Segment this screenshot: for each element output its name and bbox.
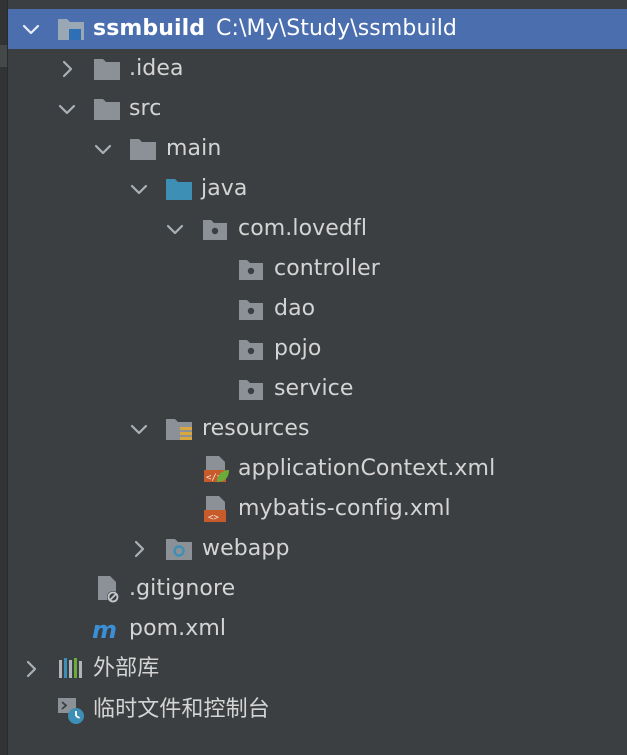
library-icon xyxy=(59,658,82,678)
node-label: com.lovedfl xyxy=(238,216,368,241)
tree-node-scratches[interactable]: 临时文件和控制台 xyxy=(8,690,627,730)
node-label: webapp xyxy=(202,536,290,561)
svg-text:</>: </> xyxy=(206,473,223,483)
node-label: java xyxy=(201,176,248,201)
package-icon xyxy=(239,260,263,280)
tree-node-dao[interactable]: dao xyxy=(8,289,627,329)
svg-text:m: m xyxy=(92,616,117,644)
strip-marker xyxy=(0,45,7,67)
chevron-down-icon[interactable] xyxy=(164,218,186,240)
chevron-down-icon[interactable] xyxy=(20,18,42,40)
node-label: dao xyxy=(274,296,316,321)
source-root-folder-icon xyxy=(166,179,192,200)
tree-node-controller[interactable]: controller xyxy=(8,249,627,289)
tree-node-mybatis-config[interactable]: <> mybatis-config.xml xyxy=(8,489,627,529)
node-label: .gitignore xyxy=(129,576,236,601)
module-folder-icon xyxy=(58,19,84,40)
node-label: pom.xml xyxy=(129,616,227,641)
tree-node-java[interactable]: java xyxy=(8,169,627,209)
spring-xml-file-icon: </> xyxy=(204,456,229,483)
tool-window-strip xyxy=(0,0,8,755)
folder-icon xyxy=(94,59,120,80)
tree-node-idea[interactable]: .idea xyxy=(8,49,627,89)
tree-node-service[interactable]: service xyxy=(8,369,627,409)
tree-node-pom[interactable]: m pom.xml xyxy=(8,609,627,649)
resources-root-icon xyxy=(166,419,192,440)
tree-node-webapp[interactable]: webapp xyxy=(8,529,627,569)
tree-node-gitignore[interactable]: .gitignore xyxy=(8,569,627,609)
chevron-right-icon[interactable] xyxy=(128,538,150,560)
node-label: main xyxy=(166,136,222,161)
svg-text:<>: <> xyxy=(208,513,219,523)
node-label: applicationContext.xml xyxy=(238,456,496,481)
node-label: controller xyxy=(274,256,380,281)
project-path: C:\My\Study\ssmbuild xyxy=(216,16,457,41)
tree-node-pojo[interactable]: pojo xyxy=(8,329,627,369)
tree-node-external-libraries[interactable]: 外部库 xyxy=(8,649,627,689)
node-label: pojo xyxy=(274,336,322,361)
tree-node-resources[interactable]: resources xyxy=(8,409,627,449)
chevron-down-icon[interactable] xyxy=(128,178,150,200)
tree-node-application-context[interactable]: </> applicationContext.xml xyxy=(8,449,627,489)
node-label: 外部库 xyxy=(93,656,160,681)
node-label: service xyxy=(274,376,354,401)
package-icon xyxy=(239,340,263,360)
chevron-down-icon[interactable] xyxy=(56,98,78,120)
maven-icon: m xyxy=(92,616,117,644)
package-icon xyxy=(203,220,227,240)
chevron-down-icon[interactable] xyxy=(92,138,114,160)
chevron-right-icon[interactable] xyxy=(56,58,78,80)
scratch-console-icon xyxy=(58,698,84,724)
chevron-right-icon[interactable] xyxy=(20,658,42,680)
tree-node-src[interactable]: src xyxy=(8,89,627,129)
node-label: resources xyxy=(202,416,310,441)
ignored-file-icon xyxy=(98,576,119,603)
node-label: .idea xyxy=(129,56,184,81)
chevron-down-icon[interactable] xyxy=(128,418,150,440)
web-folder-icon xyxy=(166,539,192,560)
folder-icon xyxy=(94,99,120,120)
folder-icon xyxy=(130,139,156,160)
project-name: ssmbuild xyxy=(93,16,206,41)
tree-node-package[interactable]: com.lovedfl xyxy=(8,209,627,249)
xml-file-icon: <> xyxy=(204,496,226,523)
package-icon xyxy=(239,380,263,400)
package-icon xyxy=(239,300,263,320)
tree-node-ssmbuild[interactable]: ssmbuild C:\My\Study\ssmbuild xyxy=(8,9,627,49)
node-label: 临时文件和控制台 xyxy=(93,697,270,722)
node-label: mybatis-config.xml xyxy=(238,496,451,521)
node-label: src xyxy=(129,96,162,121)
tree-node-main[interactable]: main xyxy=(8,129,627,169)
